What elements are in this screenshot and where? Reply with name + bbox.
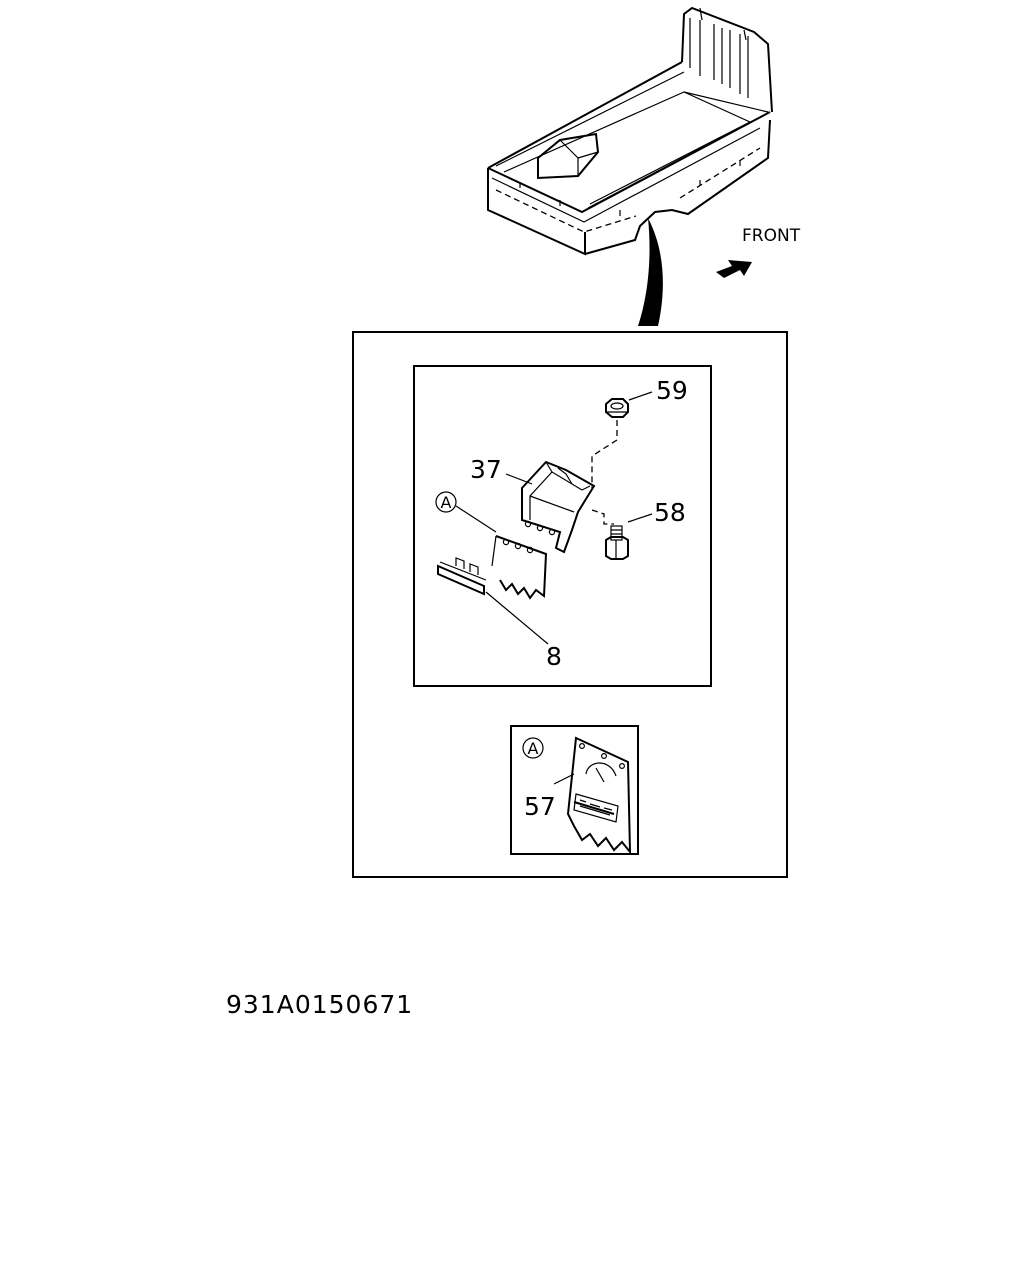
callout-8: 8 [546,642,562,671]
svg-text:A: A [441,493,452,512]
detail-a-marker: A [435,491,457,513]
detail-a-view: A 57 [522,736,632,855]
drawing-code: 931A0150671 [226,990,413,1019]
mud-flap-icon [491,535,548,600]
detail-outer-frame [352,331,788,878]
front-direction-indicator: FRONT [716,226,801,278]
front-arrow-icon [716,260,752,278]
bolt-icon [605,525,629,560]
callout-59: 59 [656,376,688,405]
callout-58: 58 [654,498,686,527]
callout-37: 37 [470,455,502,484]
nut-icon [605,398,629,418]
callout-57: 57 [524,792,556,821]
retainer-strip-icon [437,557,487,596]
exploded-view: A 59 37 58 8 [435,376,688,671]
detail-a-marker-small: A [522,737,544,759]
truck-bed-illustration [487,6,773,326]
detail-a-frame [510,725,639,855]
front-label: FRONT [742,226,801,246]
svg-text:A: A [528,739,539,758]
bracket-icon [521,460,596,554]
exploded-view-frame [413,365,712,687]
mud-flap-logo-icon [566,736,632,855]
